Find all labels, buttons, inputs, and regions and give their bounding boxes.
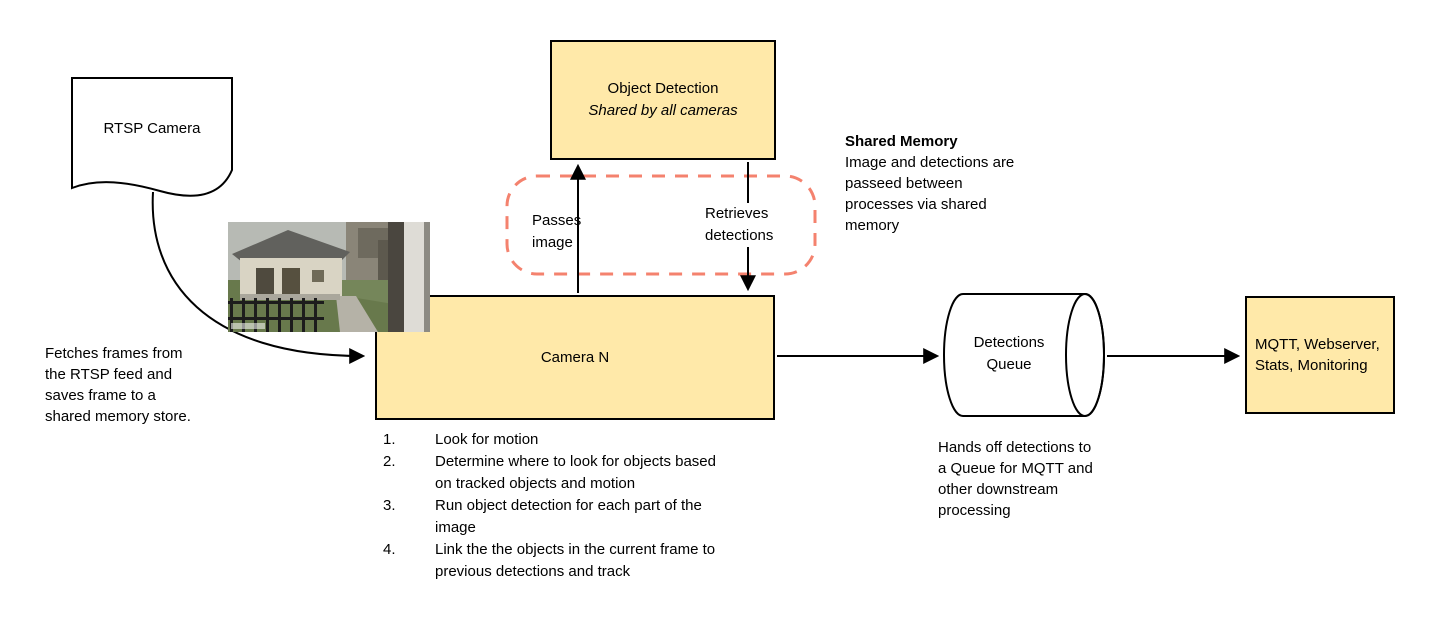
- snapshot-path: [240, 294, 340, 300]
- shared-memory-title: Shared Memory: [845, 133, 958, 150]
- list-item: 1. Look for motion: [383, 429, 720, 451]
- list-item: 2. Determine where to look for objects b…: [383, 451, 720, 495]
- queue-handoff-note: Hands off detections to a Queue for MQTT…: [938, 439, 1093, 519]
- step-text: Determine where to look for objects base…: [435, 453, 716, 492]
- snapshot-watermark: [231, 323, 265, 329]
- rtsp-camera-label: RTSP Camera: [103, 120, 201, 137]
- outputs-box: MQTT, Webserver, Stats, Monitoring: [1245, 296, 1395, 414]
- queue-cylinder-cap: [1065, 293, 1105, 417]
- detections-queue-label: Detections Queue: [973, 334, 1045, 373]
- step-number: 3.: [383, 497, 396, 514]
- fetch-note: Fetches frames from the RTSP feed and sa…: [45, 345, 191, 425]
- object-detection-subtitle: Shared by all cameras: [588, 102, 738, 119]
- snapshot-door-1: [256, 268, 274, 296]
- camera-n-label: Camera N: [540, 349, 610, 366]
- shared-memory-note: Shared Memory Image and detections are p…: [845, 131, 1025, 236]
- list-item: 3. Run object detection for each part of…: [383, 495, 720, 539]
- step-number: 2.: [383, 453, 396, 470]
- snapshot-window: [312, 270, 324, 282]
- snapshot-porch-column: [404, 222, 424, 332]
- retrieves-detections-label: Retrieves detections: [703, 203, 776, 247]
- snapshot-sidewalk: [336, 296, 378, 332]
- shared-memory-body: Image and detections are passeed between…: [845, 154, 1015, 234]
- list-item: 4. Link the the objects in the current f…: [383, 539, 720, 583]
- snapshot-fence: [228, 298, 324, 332]
- camera-snapshot: [228, 222, 430, 332]
- object-detection-box: Object Detection Shared by all cameras: [550, 40, 776, 160]
- outputs-label: MQTT, Webserver, Stats, Monitoring: [1255, 336, 1380, 374]
- step-number: 4.: [383, 541, 396, 558]
- step-text: Look for motion: [435, 431, 539, 448]
- step-text: Run object detection for each part of th…: [435, 497, 702, 536]
- snapshot-column-edge: [424, 222, 430, 332]
- snapshot-door-2: [282, 268, 300, 296]
- step-text: Link the the objects in the current fram…: [435, 541, 716, 580]
- snapshot-porch-shadow: [388, 222, 404, 332]
- step-number: 1.: [383, 431, 396, 448]
- snapshot-roof: [232, 230, 350, 262]
- camera-n-box: Camera N: [375, 295, 775, 420]
- passes-image-label: Passes image: [532, 212, 582, 251]
- camera-steps-list: 1. Look for motion 2. Determine where to…: [383, 429, 720, 583]
- object-detection-title: Object Detection: [607, 80, 719, 97]
